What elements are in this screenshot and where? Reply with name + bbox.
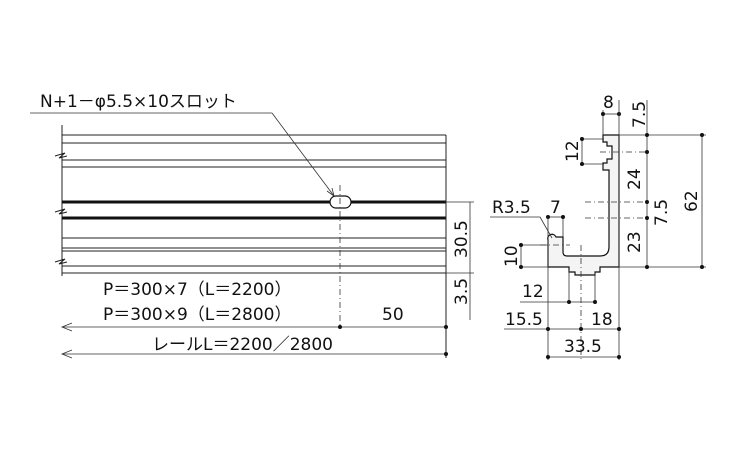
dim-12-bottom: 12 — [522, 282, 544, 302]
dim-24: 24 — [625, 168, 645, 190]
dim-7: 7 — [550, 198, 561, 218]
slot-label: N+1－φ5.5×10スロット — [40, 92, 237, 112]
dim-30-5: 30.5 — [452, 220, 472, 258]
dim-15-5: 15.5 — [505, 310, 543, 330]
radius-label: R3.5 — [492, 198, 531, 218]
dim-62: 62 — [682, 190, 702, 212]
rail-front-view: N+1－φ5.5×10スロット 30.5 3.5 P＝300×7（L＝2200）… — [30, 92, 474, 359]
slot — [329, 195, 352, 209]
rail-section-view: 8 7.5 24 7.5 23 62 12 R3.5 7 10 — [490, 93, 706, 360]
dim-23: 23 — [625, 231, 645, 253]
dim-7-5-top: 7.5 — [630, 101, 650, 128]
rail-length: レールL＝2200／2800 — [152, 335, 333, 355]
dim-33-5: 33.5 — [564, 337, 602, 357]
dim-12-top: 12 — [563, 140, 583, 162]
dim-8: 8 — [603, 93, 614, 113]
break-marks — [54, 152, 68, 265]
pitch-9: P＝300×9（L＝2800） — [103, 305, 292, 325]
dim-3-5: 3.5 — [452, 278, 472, 305]
dim-50: 50 — [382, 305, 404, 325]
dim-7-5-mid: 7.5 — [652, 199, 672, 226]
dim-10: 10 — [502, 245, 522, 267]
dim-18: 18 — [591, 310, 613, 330]
pitch-7: P＝300×7（L＝2200） — [103, 280, 292, 300]
